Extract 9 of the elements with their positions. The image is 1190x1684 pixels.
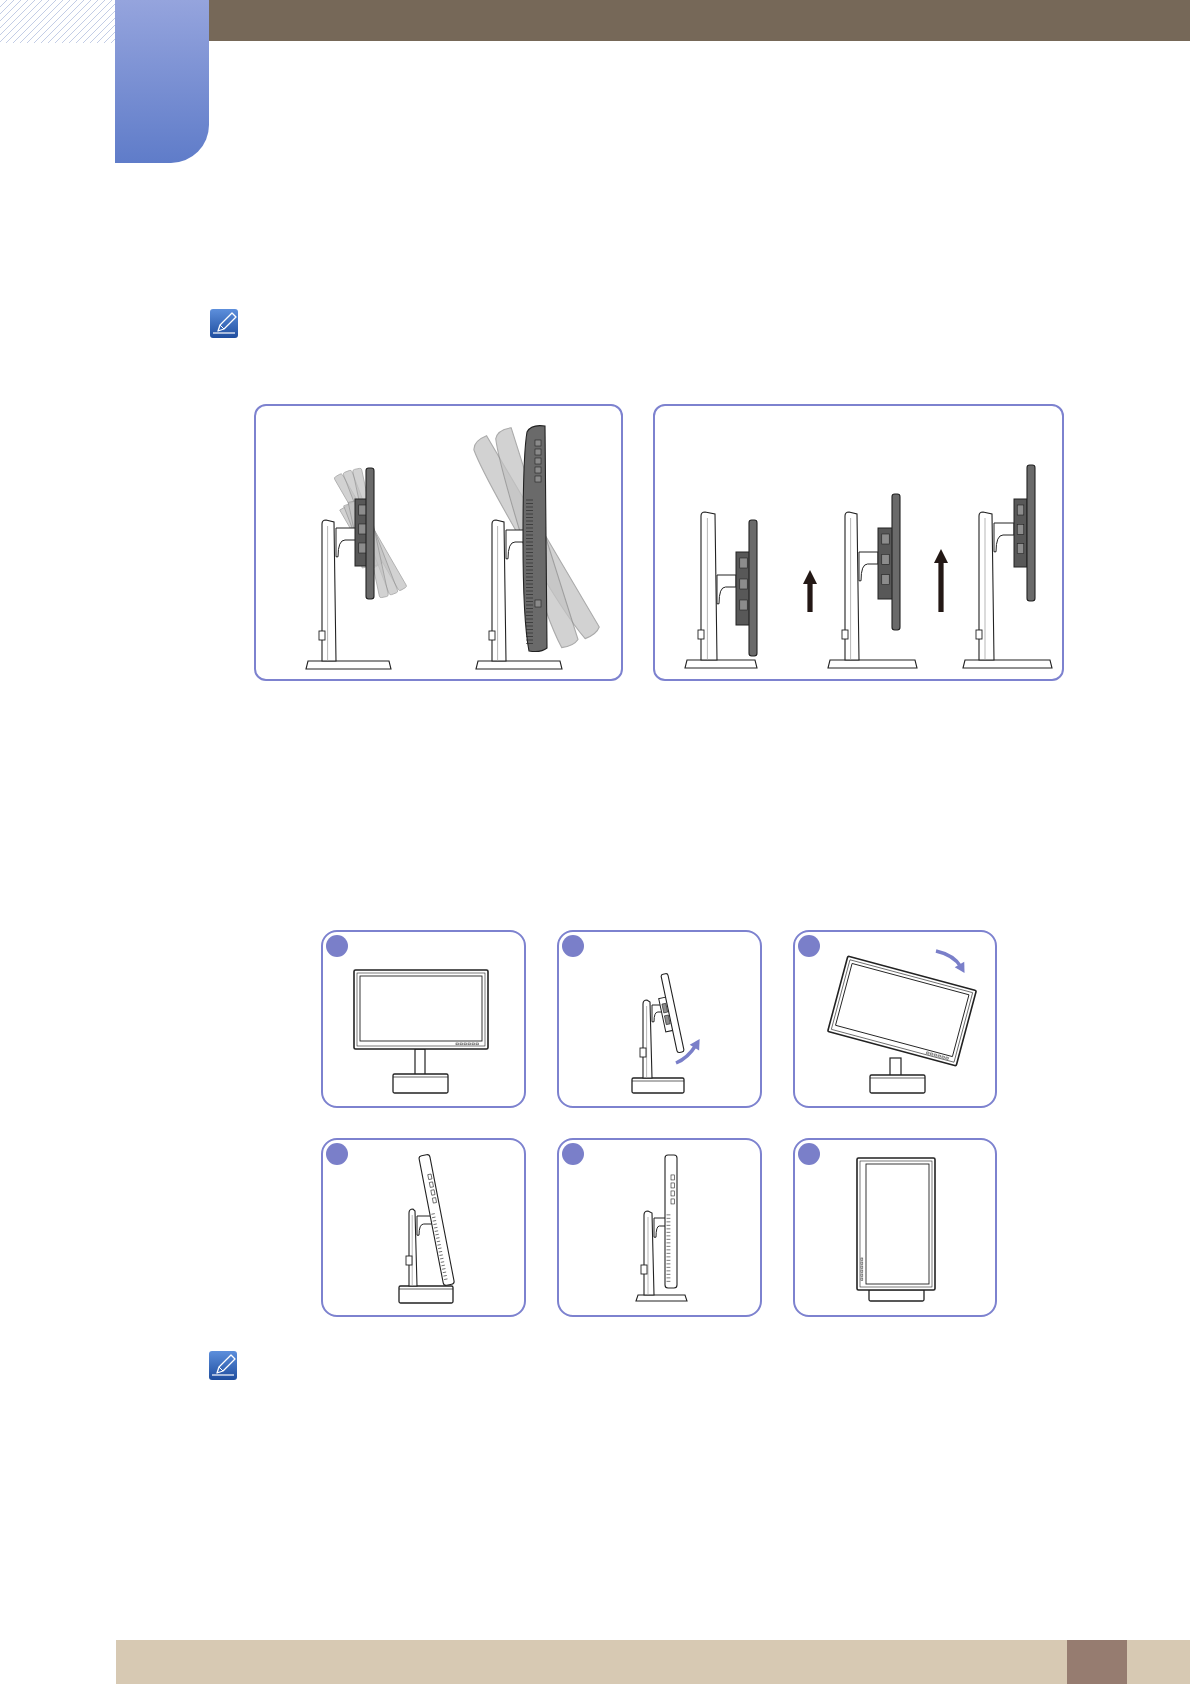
- illustration-panel: [653, 404, 1064, 681]
- illustration-panel: [793, 930, 997, 1108]
- illustration-panel: [254, 404, 623, 681]
- illustration-panel: [321, 1138, 526, 1317]
- illustration-panel: [793, 1138, 997, 1317]
- chapter-tab: [115, 0, 209, 163]
- illustration-panel: [321, 930, 526, 1108]
- illustration-panel: [557, 930, 762, 1108]
- illustration-panel: [557, 1138, 762, 1317]
